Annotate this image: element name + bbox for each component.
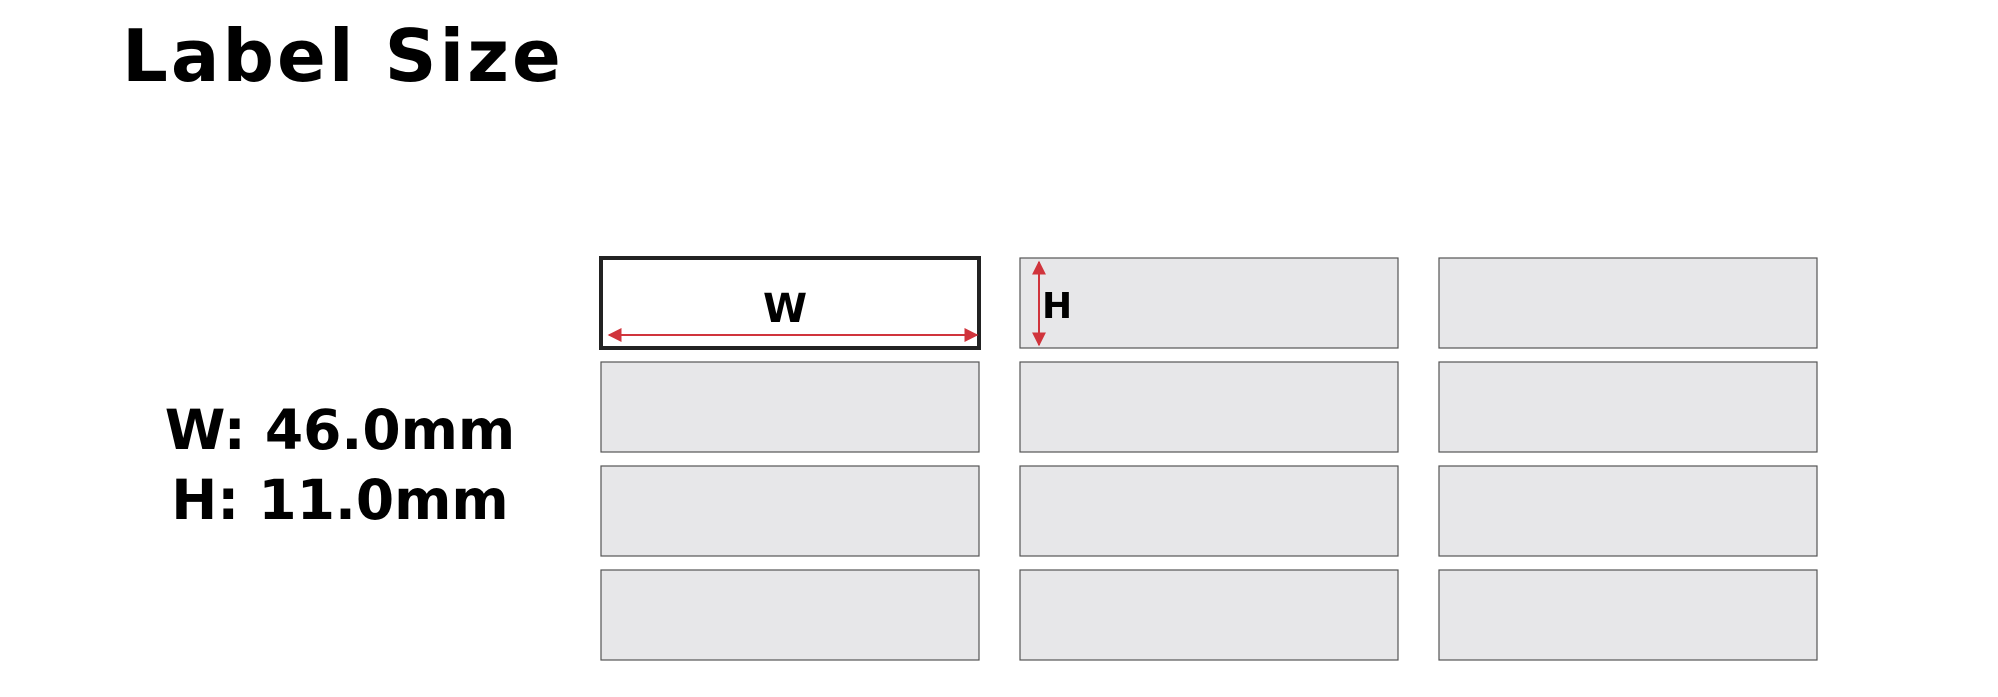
label-cell — [1019, 361, 1399, 453]
height-marker-label: H — [1042, 286, 1072, 327]
label-cell — [1019, 257, 1399, 349]
dimension-markers: W H — [607, 260, 1072, 347]
height-dimension: H: 11.0mm — [171, 468, 509, 532]
page-title: Label Size — [122, 14, 564, 98]
label-cell — [1438, 361, 1818, 453]
label-cell — [600, 569, 980, 661]
width-marker-label: W — [763, 286, 807, 332]
label-grid — [599, 256, 1818, 661]
label-cell — [1438, 569, 1818, 661]
dimensions-block: W: 46.0mm H: 11.0mm — [150, 395, 530, 535]
label-cell — [1019, 465, 1399, 557]
width-dimension: W: 46.0mm — [164, 398, 516, 462]
label-cell — [1438, 465, 1818, 557]
label-cell — [1438, 257, 1818, 349]
label-cell — [1019, 569, 1399, 661]
label-cell — [600, 465, 980, 557]
label-cell — [600, 361, 980, 453]
